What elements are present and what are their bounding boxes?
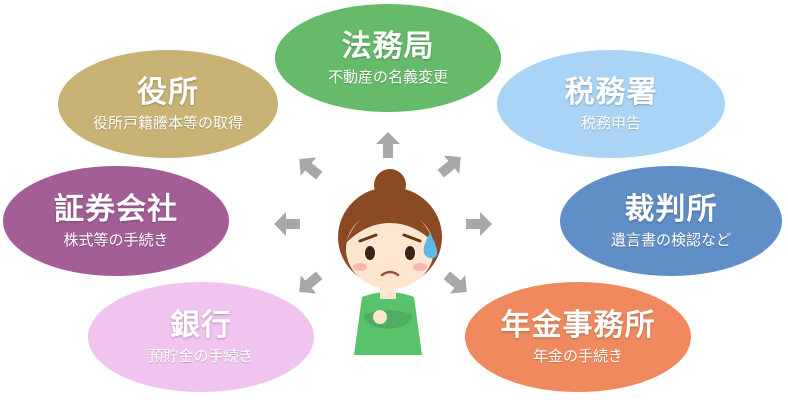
left-cheek bbox=[353, 263, 367, 271]
node-shouken: 証券会社 株式等の手続き bbox=[3, 166, 229, 276]
node-yakusho-title: 役所 bbox=[137, 75, 199, 110]
node-yakusho: 役所 役所戸籍謄本等の取得 bbox=[58, 50, 278, 158]
sweat-drop-icon bbox=[423, 233, 438, 259]
right-cheek bbox=[413, 263, 427, 271]
left-eye bbox=[365, 246, 375, 260]
node-yakusho-subtitle: 役所戸籍謄本等の取得 bbox=[92, 114, 243, 132]
arrow-icon bbox=[274, 212, 300, 236]
right-eye bbox=[405, 246, 415, 260]
node-zeimusho: 税務署 税務申告 bbox=[497, 50, 725, 158]
arrow-icon bbox=[466, 212, 492, 236]
node-shouken-title: 証券会社 bbox=[54, 192, 178, 227]
arrow-icon bbox=[376, 132, 400, 158]
node-shouken-subtitle: 株式等の手続き bbox=[63, 231, 169, 249]
node-houmukyoku-title: 法務局 bbox=[341, 29, 435, 64]
node-houmukyoku: 法務局 不動産の名義変更 bbox=[275, 4, 501, 112]
arrow-icon bbox=[437, 155, 461, 178]
node-nenkin-title: 年金事務所 bbox=[500, 308, 656, 343]
node-nenkin-subtitle: 年金の手続き bbox=[532, 347, 623, 365]
face bbox=[346, 209, 434, 289]
node-saibansho-subtitle: 遺言書の検認など bbox=[610, 231, 731, 249]
node-ginkou: 銀行 預貯金の手続き bbox=[88, 282, 314, 392]
node-zeimusho-subtitle: 税務申告 bbox=[580, 114, 641, 132]
node-ginkou-subtitle: 預貯金の手続き bbox=[148, 347, 254, 365]
mouth bbox=[380, 270, 400, 277]
hand bbox=[373, 310, 387, 324]
arrow-icon bbox=[299, 271, 323, 294]
arrow-icon bbox=[443, 271, 467, 294]
node-nenkin: 年金事務所 年金の手続き bbox=[465, 282, 691, 392]
bangs bbox=[346, 207, 434, 243]
node-saibansho-title: 裁判所 bbox=[624, 192, 718, 227]
right-eyebrow bbox=[402, 233, 422, 243]
arrow-icon bbox=[299, 157, 323, 180]
left-eyebrow bbox=[358, 233, 378, 243]
worried-woman-icon bbox=[338, 169, 442, 355]
node-saibansho: 裁判所 遺言書の検認など bbox=[560, 166, 782, 276]
node-houmukyoku-subtitle: 不動産の名義変更 bbox=[327, 68, 448, 86]
node-zeimusho-title: 税務署 bbox=[564, 75, 658, 110]
node-ginkou-title: 銀行 bbox=[170, 308, 232, 343]
